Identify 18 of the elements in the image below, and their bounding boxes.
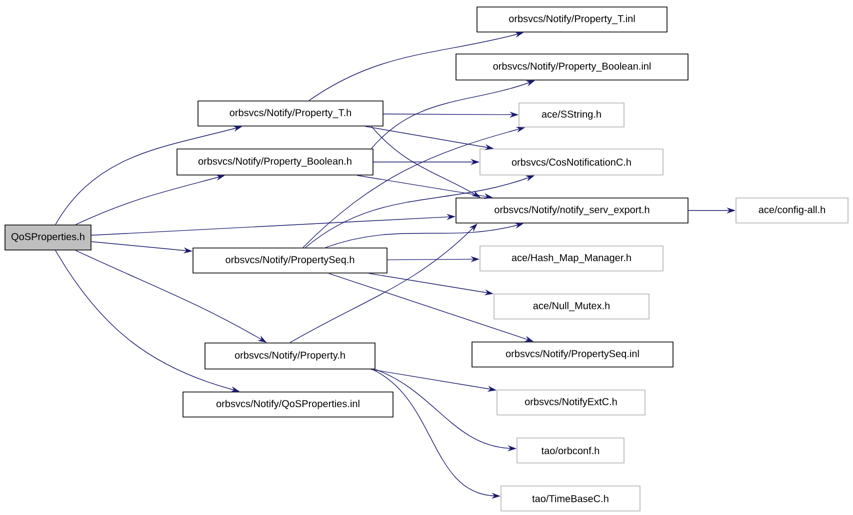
file-box: ace/SString.h xyxy=(518,102,624,128)
file-box: orbsvcs/Notify/notify_serv_export.h xyxy=(456,198,688,224)
file-box: orbsvcs/NotifyExtC.h xyxy=(496,390,646,416)
file-box: orbsvcs/Notify/QoSProperties.inl xyxy=(182,392,394,418)
file-box: ace/config-all.h xyxy=(736,198,848,224)
file-box: orbsvcs/CosNotificationC.h xyxy=(480,148,664,176)
file-box: orbsvcs/Notify/PropertySeq.h xyxy=(192,248,388,274)
file-box: orbsvcs/Notify/Property_Boolean.h xyxy=(176,148,374,176)
file-box: orbsvcs/Notify/Property.h xyxy=(204,342,376,370)
file-box: ace/Hash_Map_Manager.h xyxy=(480,246,664,272)
file-box: QoSProperties.h xyxy=(4,224,92,250)
file-box: ace/Null_Mutex.h xyxy=(494,294,650,320)
file-box: tao/TimeBaseC.h xyxy=(500,486,640,512)
file-box: orbsvcs/Notify/PropertySeq.inl xyxy=(472,342,674,368)
file-box: orbsvcs/Notify/Property_Boolean.inl xyxy=(456,54,688,80)
file-box: orbsvcs/Notify/Property_T.h xyxy=(198,100,384,126)
file-box: tao/orbconf.h xyxy=(516,438,624,464)
file-box: orbsvcs/Notify/Property_T.inl xyxy=(476,6,668,32)
